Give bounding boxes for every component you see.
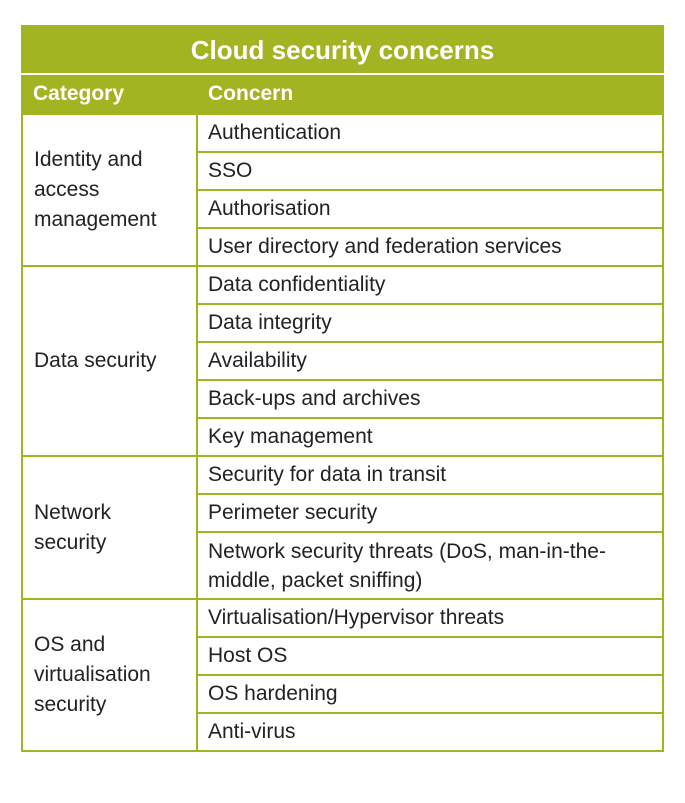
concern-cell: Key management — [196, 417, 664, 457]
table-row: Network security threats (DoS, man-in-th… — [22, 531, 664, 600]
table-title: Cloud security concerns — [21, 25, 664, 75]
concern-cell: Authorisation — [196, 189, 664, 229]
concern-cell: Security for data in transit — [196, 455, 664, 495]
concern-cell: Availability — [196, 341, 664, 381]
table-row: Authorisation — [22, 189, 664, 229]
concern-cell: Data integrity — [196, 303, 664, 343]
table-row: OS hardening — [22, 674, 664, 714]
table-row: Back-ups and archives — [22, 379, 664, 419]
table-row: Availability — [22, 341, 664, 381]
concern-cell: Anti-virus — [196, 712, 664, 752]
concern-cell: Data confidentiality — [196, 265, 664, 305]
header-concern: Concern — [196, 73, 664, 115]
table-row: Perimeter security — [22, 493, 664, 533]
concern-cell: User directory and federation services — [196, 227, 664, 267]
concern-cell: Back-ups and archives — [196, 379, 664, 419]
table-row: Anti-virus — [22, 712, 664, 752]
concern-cell: SSO — [196, 151, 664, 191]
table-row: Host OS — [22, 636, 664, 676]
concern-cell: OS hardening — [196, 674, 664, 714]
concern-cell: Authentication — [196, 113, 664, 153]
concern-cell: Perimeter security — [196, 493, 664, 533]
table-row: User directory and federation services — [22, 227, 664, 267]
category-cell: Identity and access management — [21, 113, 198, 267]
header-category: Category — [21, 73, 198, 115]
concern-cell: Virtualisation/Hypervisor threats — [196, 598, 664, 638]
table-row: Key management — [22, 417, 664, 457]
concern-cell: Host OS — [196, 636, 664, 676]
table-row: SSO — [22, 151, 664, 191]
table-row: Data integrity — [22, 303, 664, 343]
category-cell: Network security — [21, 455, 198, 600]
category-cell: OS and virtualisation security — [21, 598, 198, 752]
category-cell: Data security — [21, 265, 198, 457]
concern-cell: Network security threats (DoS, man-in-th… — [196, 531, 664, 600]
